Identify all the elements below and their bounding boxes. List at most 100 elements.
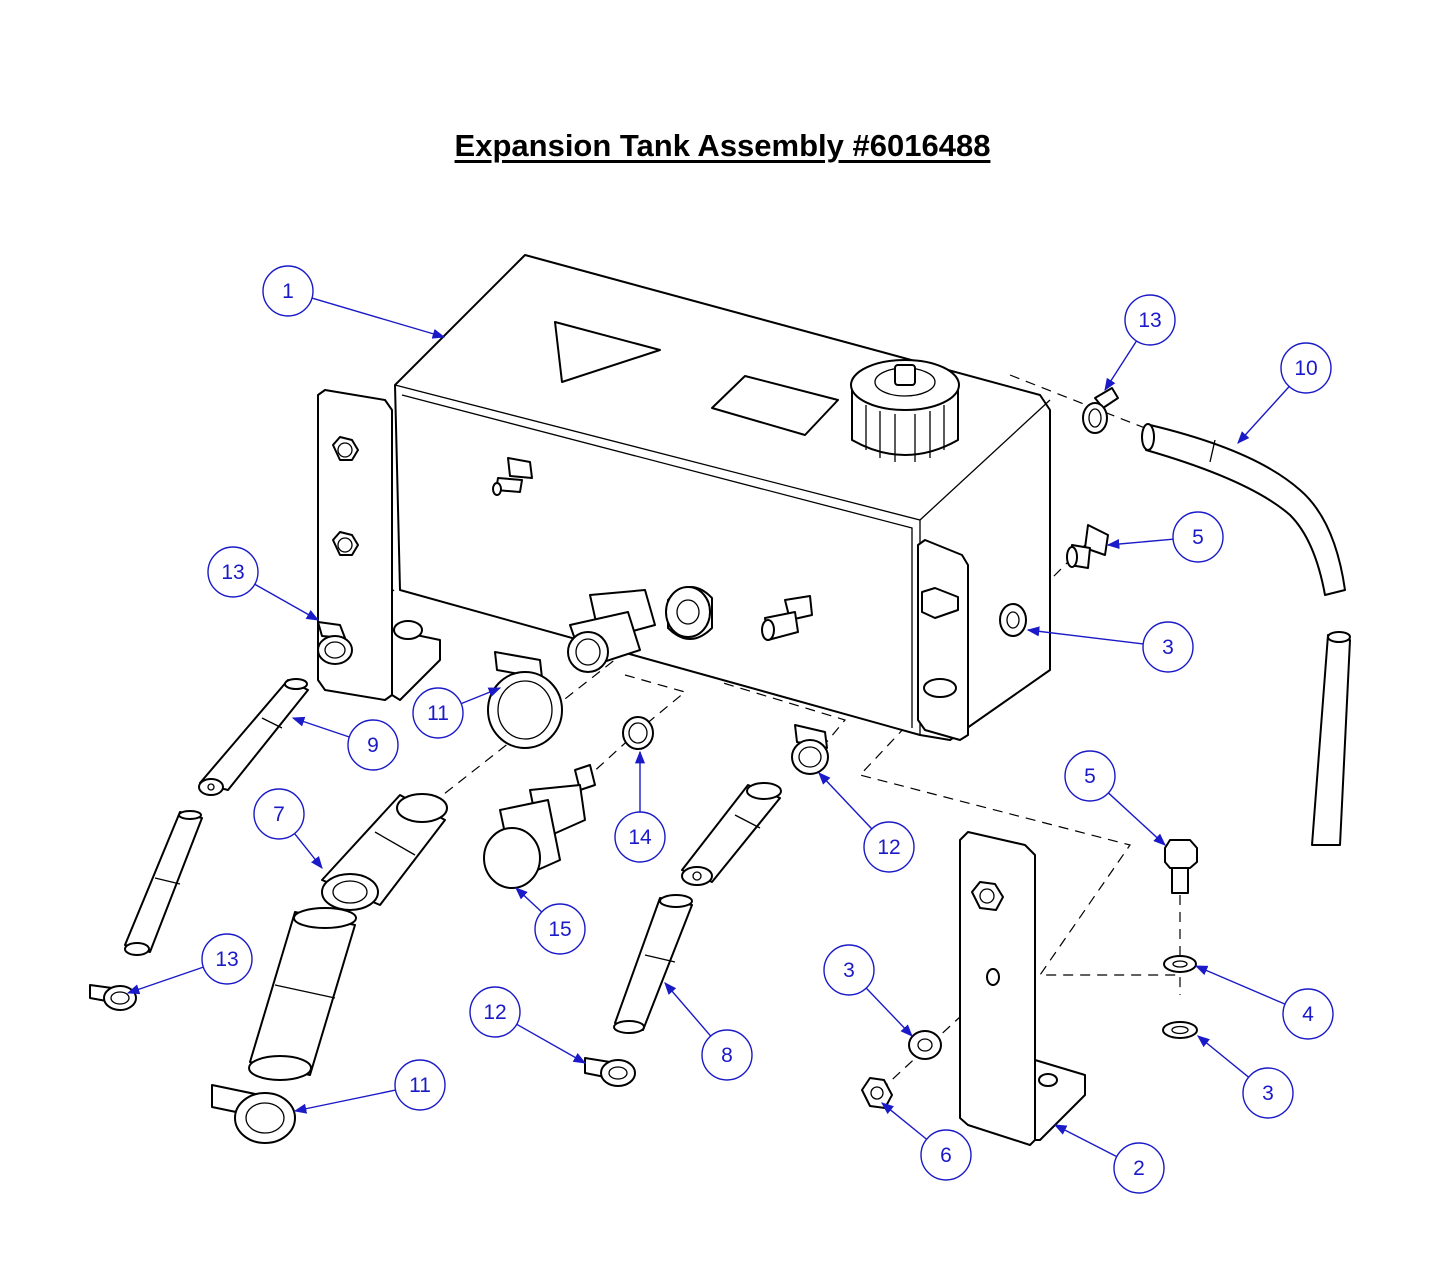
mounting-bracket-2 bbox=[959, 831, 1086, 1146]
o-ring-14 bbox=[622, 716, 654, 750]
callout-leader-arrow bbox=[515, 887, 543, 913]
callout-leader-arrow bbox=[460, 687, 502, 705]
callout-c12a: 12 bbox=[818, 772, 915, 873]
tank-outlet-fitting bbox=[567, 589, 656, 673]
clamp-11-lower bbox=[211, 1084, 296, 1144]
callout-leader-arrow bbox=[1107, 792, 1166, 846]
callout-leader-arrow bbox=[294, 833, 323, 869]
callout-label: 14 bbox=[628, 826, 652, 849]
clamp-13-left bbox=[317, 621, 353, 665]
washer-3-tank bbox=[999, 603, 1027, 637]
callout-leader-arrow bbox=[254, 583, 320, 621]
callout-label: 2 bbox=[1133, 1157, 1145, 1180]
callout-circle bbox=[207, 546, 259, 598]
callout-c3b: 3 bbox=[823, 944, 913, 1037]
callout-circle bbox=[394, 1059, 446, 1111]
callout-c11b: 11 bbox=[293, 1059, 446, 1114]
callout-circle bbox=[614, 811, 666, 863]
callout-leader-arrow bbox=[664, 982, 712, 1037]
callout-label: 5 bbox=[1192, 526, 1204, 549]
washer-3-bracket bbox=[908, 1030, 942, 1060]
callout-circle bbox=[262, 265, 314, 317]
washer-3-lower-right bbox=[1162, 1021, 1198, 1039]
clamp-12-lower bbox=[584, 1057, 636, 1087]
tank-right-bracket bbox=[917, 539, 969, 741]
nut-6 bbox=[861, 1077, 893, 1109]
callout-circle bbox=[412, 687, 464, 739]
callout-c13a: 13 bbox=[1104, 294, 1176, 392]
callout-circle bbox=[1172, 511, 1224, 563]
callout-c12b: 12 bbox=[469, 986, 587, 1064]
callout-circle bbox=[1142, 621, 1194, 673]
callout-c7: 7 bbox=[253, 788, 323, 869]
callout-label: 4 bbox=[1302, 1003, 1314, 1026]
clamp-11-upper bbox=[487, 651, 563, 749]
callout-leader-arrow bbox=[881, 1102, 928, 1140]
callout-circle bbox=[823, 944, 875, 996]
callout-label: 15 bbox=[548, 918, 571, 941]
hose-middle bbox=[681, 782, 782, 886]
spacer bbox=[665, 586, 713, 640]
callout-c13c: 13 bbox=[126, 933, 253, 995]
callout-c2: 2 bbox=[1053, 1124, 1165, 1194]
callout-leader-arrow bbox=[1197, 1035, 1250, 1078]
callout-c15: 15 bbox=[515, 887, 586, 955]
callout-label: 8 bbox=[721, 1044, 733, 1067]
callout-circle bbox=[253, 788, 305, 840]
callout-c5a: 5 bbox=[1106, 511, 1224, 563]
callout-leader-arrow bbox=[516, 1023, 587, 1064]
clamp-13-lower-left bbox=[89, 984, 137, 1011]
callout-label: 11 bbox=[427, 702, 449, 725]
callout-label: 12 bbox=[483, 1001, 506, 1024]
callout-circle bbox=[1242, 1067, 1294, 1119]
callout-circle bbox=[201, 933, 253, 985]
tank-left-bracket bbox=[317, 389, 441, 701]
callout-circle bbox=[701, 1029, 753, 1081]
callout-leader-arrow bbox=[1106, 538, 1174, 550]
callout-c10: 10 bbox=[1237, 342, 1332, 444]
callout-leader-arrow bbox=[126, 966, 204, 995]
callout-label: 9 bbox=[367, 734, 379, 757]
callout-circle bbox=[863, 821, 915, 873]
callout-leader-arrow bbox=[293, 1089, 396, 1114]
hose-lower-left bbox=[124, 810, 203, 956]
callout-c4: 4 bbox=[1194, 965, 1334, 1040]
callout-leader-arrow bbox=[1237, 386, 1290, 444]
callout-label: 12 bbox=[877, 836, 900, 859]
callout-label: 7 bbox=[273, 803, 285, 826]
callout-c3c: 3 bbox=[1197, 1035, 1294, 1119]
hose-9 bbox=[198, 678, 309, 796]
callout-label: 3 bbox=[1162, 636, 1174, 659]
callout-label: 5 bbox=[1084, 765, 1096, 788]
callout-c9: 9 bbox=[291, 716, 399, 771]
callout-label: 10 bbox=[1294, 357, 1317, 380]
tank-side-fitting bbox=[761, 595, 813, 641]
callout-circle bbox=[534, 903, 586, 955]
callout-c14: 14 bbox=[614, 750, 666, 863]
callout-circle bbox=[469, 986, 521, 1038]
callout-circle bbox=[1113, 1142, 1165, 1194]
callout-c11a: 11 bbox=[412, 687, 502, 739]
bolt-5-upper bbox=[1066, 524, 1109, 569]
callout-circle bbox=[1282, 988, 1334, 1040]
callout-circle bbox=[347, 719, 399, 771]
callout-label: 13 bbox=[221, 561, 244, 584]
callout-label: 11 bbox=[409, 1074, 431, 1097]
callout-c5b: 5 bbox=[1064, 750, 1166, 846]
callout-label: 13 bbox=[1138, 309, 1161, 332]
callout-label: 13 bbox=[215, 948, 238, 971]
callout-leader-arrow bbox=[1104, 340, 1138, 392]
callout-c13b: 13 bbox=[207, 546, 320, 621]
filler-cap bbox=[850, 359, 960, 462]
callout-leader-arrow bbox=[1053, 1124, 1118, 1158]
callout-label: 3 bbox=[1262, 1082, 1274, 1105]
hose-8 bbox=[613, 894, 693, 1034]
callout-circle bbox=[1124, 294, 1176, 346]
callout-circle bbox=[1280, 342, 1332, 394]
callout-circle bbox=[1064, 750, 1116, 802]
hose-large-lower bbox=[248, 907, 357, 1081]
callout-leader-arrow bbox=[311, 297, 446, 339]
callout-leader-arrow bbox=[291, 716, 350, 738]
